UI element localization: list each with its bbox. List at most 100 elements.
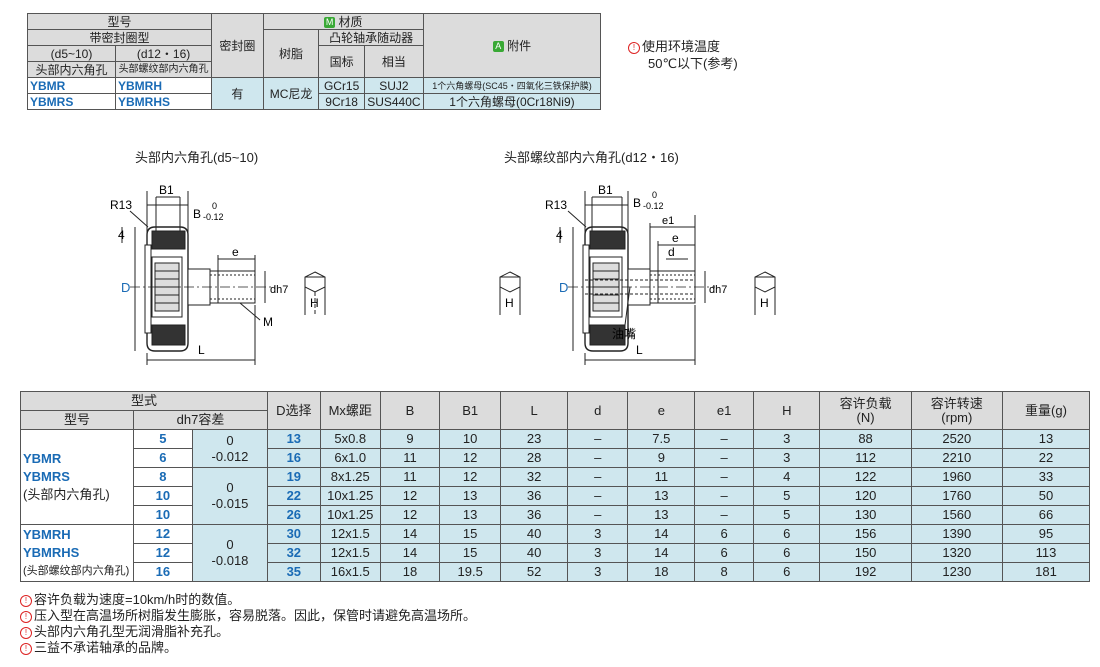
footnote: !压入型在高温场所树脂发生膨胀，容易脱落。因此，保管时请避免高温场所。 [20,608,476,624]
cell-dsel: 26 [267,505,321,525]
cell-e: 7.5 [627,429,696,449]
cell-dsel: 35 [267,562,321,582]
cell-e: 9 [627,448,696,468]
cell-weight: 50 [1001,486,1091,506]
temp-note-line2: 50℃以下(参考) [648,56,738,71]
main-h-d: d [566,391,629,430]
spec-r1-acc: 1个六角螺母(SC45・四氧化三铁保护膜) [422,77,602,94]
cell-mx: 10x1.25 [319,505,382,525]
spec-table: 型号 密封圈 M 材质 A 附件 带密封圈型 树脂 凸轮轴承随动器 (d5~10… [26,13,602,110]
cell-h: 3 [753,448,821,468]
cell-e: 14 [627,543,696,563]
tol-3-top: 0 [226,537,234,552]
cell-speed: 1760 [910,486,1003,506]
right-b1-label: B1 [598,183,613,197]
right-tol-top: 0 [652,190,657,200]
cell-e: 13 [627,505,696,525]
cell-e: 13 [627,486,696,506]
group1-models: YBMR YBMRS (头部内六角孔) [20,429,134,525]
cell-load: 120 [819,486,912,506]
cell-load: 88 [819,429,912,449]
spec-h-material: M 材质 [262,13,424,30]
cell-d: – [566,486,629,506]
main-h-b: B [380,391,440,430]
spec-h-hex-head: 头部内六角孔 [26,61,117,78]
cell-e1: 8 [694,562,755,582]
left-four-label: 4 [118,228,125,242]
tol-2-bot: -0.015 [211,496,249,511]
cell-h: 3 [753,429,821,449]
temp-note: !使用环境温度 50℃以下(参考) [628,38,738,72]
footnote-text: 容许负载为速度=10km/h时的数值。 [34,592,241,607]
cell-dh7: 10 [132,505,193,525]
cell-h: 5 [753,505,821,525]
cell-speed: 1560 [910,505,1003,525]
cell-b1: 15 [438,524,502,544]
cell-e1: – [694,429,755,449]
cell-dsel: 32 [267,543,321,563]
footnote: !三益不承诺轴承的品牌。 [20,640,476,656]
main-h-speed-unit: (rpm) [941,409,973,425]
cell-weight: 95 [1001,524,1091,544]
left-tol-top: 0 [212,201,217,211]
tol-2-top: 0 [226,480,234,495]
cell-h: 5 [753,486,821,506]
cell-b: 14 [380,543,440,563]
cell-b1: 19.5 [438,562,502,582]
footnote: !容许负载为速度=10km/h时的数值。 [20,592,476,608]
footnote-text: 头部内六角孔型无润滑脂补充孔。 [34,624,230,639]
table-row: YBMRH YBMRHS (头部螺纹部内六角孔) 12 0-0.018 30 1… [20,524,1091,582]
cell-d: 3 [566,562,629,582]
spec-r1-model2: YBMRH [115,77,213,94]
cell-load: 112 [819,448,912,468]
cell-mx: 6x1.0 [319,448,382,468]
spec-h-hex-thread: 头部螺纹部内六角孔 [115,61,213,78]
spec-h-accessory: A 附件 [422,13,602,78]
spec-h-accessory-label: 附件 [507,38,532,53]
spec-r2-acc: 1个六角螺母(0Cr18Ni9) [422,93,602,110]
group1-model-2: YBMRS [23,469,70,484]
cell-e1: – [694,467,755,487]
right-tol-bot: -0.12 [643,201,664,211]
cell-l: 52 [500,562,568,582]
cell-d: – [566,448,629,468]
cell-b: 11 [380,467,440,487]
main-h-type: 型式 [19,391,269,411]
footnote: !头部内六角孔型无润滑脂补充孔。 [20,624,476,640]
cell-dh7: 8 [132,467,193,487]
footnote-text: 压入型在高温场所树脂发生膨胀，容易脱落。因此，保管时请避免高温场所。 [34,608,477,623]
cell-d: – [566,467,629,487]
cell-l: 28 [500,448,568,468]
table-row: 8 0-0.015 19 8x1.25 11 12 32 – 11 – 4 12… [21,467,1091,525]
right-e1-label: e1 [662,215,674,227]
left-b-label: B [193,207,201,221]
right-h-label-1: H [505,296,514,310]
cell-load: 150 [819,543,912,563]
cell-d: – [566,429,629,449]
spec-h-gb: 国标 [318,45,365,78]
group1-model-desc: (头部内六角孔) [23,487,110,502]
right-e-label: e [672,231,679,245]
spec-h-d12-16: (d12・16) [115,45,213,62]
cell-b1: 13 [438,505,502,525]
cell-e1: 6 [694,543,755,563]
warning-icon: ! [20,610,32,623]
cell-weight: 66 [1001,505,1091,525]
cell-b: 14 [380,524,440,544]
cell-b: 18 [380,562,440,582]
table-row: 10 26 10x1.25 12 13 36 – 13 – 5 130 1560… [21,505,1091,525]
right-four-label: 4 [556,228,563,242]
left-tol-bot: -0.12 [203,212,224,222]
spec-h-model: 型号 [26,13,213,30]
group2-model-2: YBMRHS [23,545,80,560]
cell-dsel: 16 [267,448,321,468]
cell-l: 36 [500,486,568,506]
cell-d: 3 [566,543,629,563]
material-badge-icon: M [324,16,336,28]
group1-model-1: YBMR [23,451,62,466]
cell-b: 12 [380,486,440,506]
cell-b: 11 [380,448,440,468]
spec-h-resin: 树脂 [262,29,320,78]
cell-speed: 2520 [910,429,1003,449]
cell-l: 23 [500,429,568,449]
